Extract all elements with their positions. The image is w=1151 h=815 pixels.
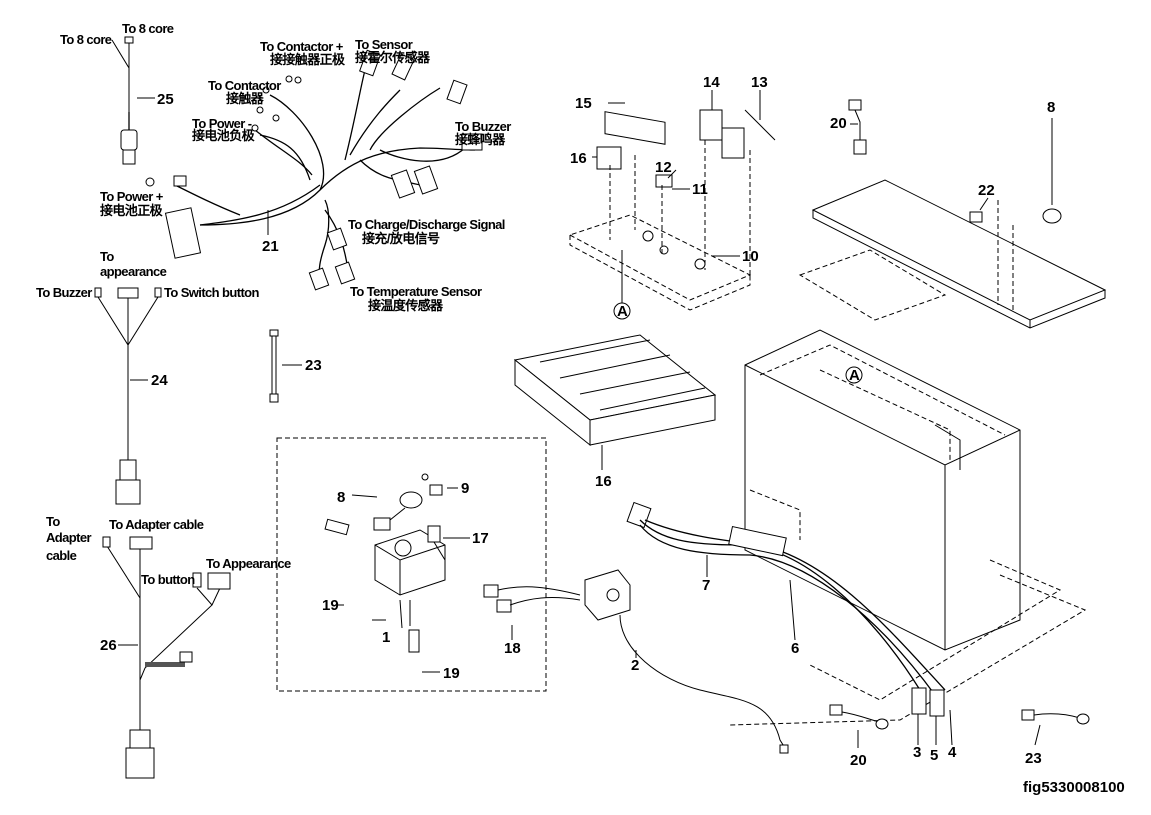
callout-23-bottom: 23 xyxy=(1025,750,1042,767)
label-to-power-plus: To Power + xyxy=(100,189,164,204)
label-to-switch: To Switch button xyxy=(164,285,260,300)
label-to-contactor-plus: To Contactor + xyxy=(260,39,344,54)
callout-19-left: 19 xyxy=(322,597,339,614)
harness-21 xyxy=(145,49,483,291)
cable-24 xyxy=(94,287,162,505)
label-to-charge: To Charge/Discharge Signal xyxy=(348,217,505,232)
callout-9: 9 xyxy=(461,480,469,497)
label-to-sensor: To Sensor xyxy=(355,37,413,52)
label-to-sensor-cn: 接霍尔传感器 xyxy=(355,50,431,65)
bolt-23 xyxy=(269,329,302,403)
cable-25 xyxy=(111,36,155,165)
callout-22: 22 xyxy=(978,182,995,199)
label-to-adapter-2: Adapter xyxy=(46,530,91,545)
label-to-charge-cn: 接充/放电信号 xyxy=(362,231,440,246)
label-to-power-minus-cn: 接电池负极 xyxy=(192,128,256,143)
callout-23: 23 xyxy=(305,357,322,374)
label-to-power-minus: To Power - xyxy=(192,116,252,131)
callout-6: 6 xyxy=(791,640,799,657)
label-to-appearance: To Appearance xyxy=(206,556,291,571)
callout-25: 25 xyxy=(157,91,174,108)
label-to-buzzer: To Buzzer xyxy=(455,119,511,134)
callout-1: 1 xyxy=(382,629,390,646)
callout-12: 12 xyxy=(655,159,672,176)
callout-20-bottom: 20 xyxy=(850,752,867,769)
callout-14: 14 xyxy=(703,74,720,91)
cables-6-7 xyxy=(626,501,953,746)
label-to-8-core-a: To 8 core xyxy=(60,32,112,47)
label-to-contactor-plus-cn: 接接触器正极 xyxy=(270,52,346,67)
label-appearance: appearance xyxy=(100,264,167,279)
callout-11: 11 xyxy=(692,181,708,198)
callout-16-pack: 16 xyxy=(595,473,612,490)
label-to-buzzer-24: To Buzzer xyxy=(36,285,92,300)
figure-id: fig5330008100 xyxy=(1023,779,1125,796)
label-to-temp-cn: 接温度传感器 xyxy=(368,298,444,313)
callout-21: 21 xyxy=(262,238,279,255)
callout-17: 17 xyxy=(472,530,489,547)
label-to-temp: To Temperature Sensor xyxy=(350,284,482,299)
callout-7: 7 xyxy=(702,577,710,594)
callout-8-box: 8 xyxy=(337,489,345,506)
bms-module-assembly xyxy=(568,90,776,320)
label-to-adapter-1: To xyxy=(46,514,60,529)
label-to-button: To button xyxy=(141,572,195,587)
label-to-buzzer-cn: 接蜂鸣器 xyxy=(455,132,506,147)
callout-15: 15 xyxy=(575,95,592,112)
callout-18: 18 xyxy=(504,640,521,657)
label-to-8-core-b: To 8 core xyxy=(122,21,174,36)
callout-24: 24 xyxy=(151,372,168,389)
label-to-adapter-cable: To Adapter cable xyxy=(109,517,204,532)
cables-20-23 xyxy=(829,704,1090,748)
callout-20-top: 20 xyxy=(830,115,847,132)
callout-8-top: 8 xyxy=(1047,99,1055,116)
callout-a-right: A xyxy=(849,367,860,384)
callout-16-top: 16 xyxy=(570,150,587,167)
cable-26 xyxy=(102,536,231,779)
callout-26: 26 xyxy=(100,637,117,654)
label-to-power-plus-cn: 接电池正极 xyxy=(100,203,164,218)
label-to-adapter-3: cable xyxy=(46,548,77,563)
callout-10: 10 xyxy=(742,248,759,265)
callout-13: 13 xyxy=(751,74,768,91)
battery-pack-16 xyxy=(513,334,717,470)
callout-a-left: A xyxy=(617,303,628,320)
connector-adapter-2 xyxy=(584,569,789,754)
callout-3: 3 xyxy=(913,744,921,761)
label-to: To xyxy=(100,249,114,264)
label-to-contactor-cn: 接触器 xyxy=(226,91,265,106)
battery-frame xyxy=(729,329,1087,726)
callout-5: 5 xyxy=(930,747,938,764)
battery-lid xyxy=(798,99,1107,329)
callout-19-bottom: 19 xyxy=(443,665,460,682)
callout-2: 2 xyxy=(631,657,639,674)
label-to-contactor: To Contactor xyxy=(208,78,281,93)
callout-4: 4 xyxy=(948,744,957,761)
sensor-assembly-box xyxy=(276,437,581,692)
